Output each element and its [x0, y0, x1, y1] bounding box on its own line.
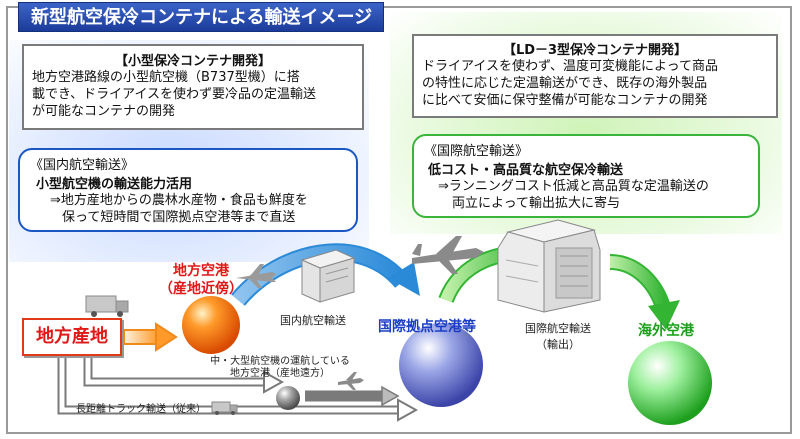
international-air-edge-label: 国際航空輸送 （輸出） — [498, 320, 618, 352]
international-air-edge-name: 国際航空輸送 — [525, 322, 591, 335]
international-category: 《国際航空輸送》 — [424, 144, 529, 159]
local-airport-name: 地方空港 — [173, 263, 229, 279]
airplane-icon — [338, 372, 364, 390]
domestic-air-edge-label: 国内航空輸送 — [280, 314, 346, 327]
domestic-air-box: 《国内航空輸送》 小型航空機の輸送能力活用 ⇒地方産地からの農林水産物・食品も鮮… — [18, 148, 358, 232]
remote-airport-line-2: 地方空港（産地遠方） — [230, 368, 330, 379]
origin-to-local-arrow — [123, 322, 178, 352]
page-title: 新型航空保冷コンテナによる輸送イメージ — [18, 2, 384, 32]
local-airport-note: （産地近傍） — [159, 281, 243, 297]
small-container-line-3: が可能なコンテナの開発 — [32, 104, 176, 119]
small-container-line-1: 地方空港路線の小型航空機（B737型機）に搭 — [32, 70, 300, 85]
overseas-airport-label: 海外空港 — [638, 323, 694, 339]
origin-node: 地方産地 — [22, 318, 122, 356]
truck-route-arrows — [57, 358, 419, 422]
small-container-icon — [300, 249, 356, 303]
international-air-box: 《国際航空輸送》 低コスト・高品質な航空保冷輸送 ⇒ランニングコスト低減と高品質… — [412, 134, 760, 218]
remote-airport-label: 中・大型航空機の運航している 地方空港（産地遠方） — [200, 356, 360, 380]
local-airport-sphere — [182, 296, 240, 354]
domestic-headline: 小型航空機の輸送能力活用 — [36, 177, 193, 192]
international-air-edge-note: （輸出） — [536, 338, 580, 351]
small-container-box: 【小型保冷コンテナ開発】 地方空港路線の小型航空機（B737型機）に搭 載でき、… — [22, 44, 364, 130]
ld3-container-icon — [497, 219, 601, 313]
remote-airport-sphere — [276, 386, 300, 410]
ld3-container-line-2: の特性に応じた定温輸送ができ、既存の海外製品 — [422, 76, 708, 91]
ld3-container-heading: 【LD－3型保冷コンテナ開発】 — [502, 43, 688, 58]
truck-icon — [211, 401, 238, 415]
domestic-line-1: ⇒地方産地からの農林水産物・食品も鮮度を — [50, 193, 308, 208]
hub-airport-sphere — [399, 323, 483, 407]
domestic-category: 《国内航空輸送》 — [30, 158, 135, 173]
ld3-container-line-1: ドライアイスを使わず、温度可変機能によって商品 — [422, 59, 719, 74]
domestic-line-2: 保って短時間で国際拠点空港等まで直送 — [62, 210, 296, 225]
ld3-container-box: 【LD－3型保冷コンテナ開発】 ドライアイスを使わず、温度可変機能によって商品 … — [412, 34, 778, 118]
truck-edge-label: 長距離トラック輸送（従来） — [76, 404, 206, 415]
international-line-2: 両立によって輸出拡大に寄与 — [452, 196, 620, 211]
local-airport-label: 地方空港 （産地近傍） — [146, 262, 256, 298]
small-container-line-2: 載でき、ドライアイスを使わず要冷品の定温輸送 — [32, 87, 317, 102]
truck-icon — [85, 295, 129, 317]
small-container-heading: 【小型保冷コンテナ開発】 — [114, 54, 271, 69]
international-line-1: ⇒ランニングコスト低減と高品質な定温輸送の — [438, 179, 709, 194]
international-headline: 低コスト・高品質な航空保冷輸送 — [428, 163, 624, 178]
overseas-airport-sphere — [628, 341, 712, 425]
airplane-icon — [236, 264, 276, 288]
ld3-container-line-3: に比べて安価に保守整備が可能なコンテナの開発 — [422, 93, 708, 108]
hub-airport-label: 国際拠点空港等 — [378, 319, 476, 335]
remote-airport-line-1: 中・大型航空機の運航している — [210, 356, 350, 367]
airplane-icon — [412, 236, 484, 274]
